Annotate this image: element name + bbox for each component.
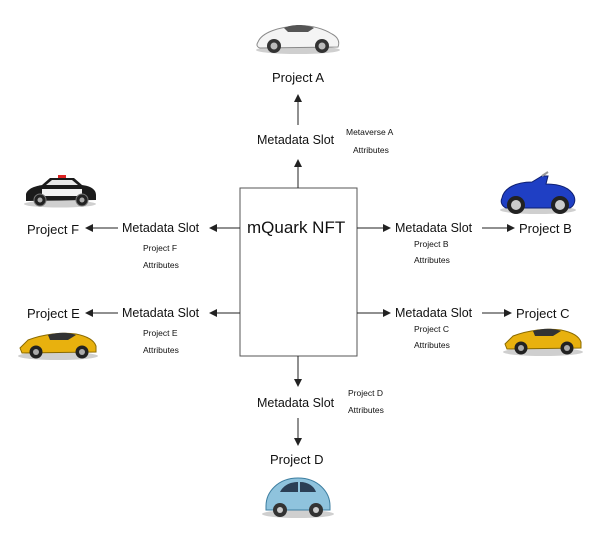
project-d-label: Project D	[270, 452, 324, 467]
white-sports-car-icon	[256, 25, 340, 54]
project-e-label: Project E	[27, 306, 80, 321]
yellow-sports-car-icon	[18, 332, 98, 360]
metadata-slot-b-label: Metadata Slot	[395, 221, 473, 235]
slot-f-attr-line2: Attributes	[143, 260, 179, 270]
yellow-sports-car-icon	[503, 328, 583, 356]
metadata-slot-c-label: Metadata Slot	[395, 306, 473, 320]
slot-a-attr-line2: Attributes	[353, 145, 389, 155]
center-box	[239, 187, 358, 357]
slot-e-attr-line2: Attributes	[143, 345, 179, 355]
slot-e-attr-line1: Project E	[143, 328, 178, 338]
center-title: mQuark NFT	[247, 218, 346, 237]
blue-beetle-car-icon	[262, 477, 334, 518]
blue-roadster-car-icon	[500, 171, 576, 214]
metadata-slot-e-label: Metadata Slot	[122, 306, 200, 320]
slot-a-attr-line1: Metaverse A	[346, 127, 394, 137]
project-c-label: Project C	[516, 306, 570, 321]
slot-b-attr-line2: Attributes	[414, 255, 450, 265]
slot-d-attr-line2: Attributes	[348, 405, 384, 415]
slot-c-attr-line2: Attributes	[414, 340, 450, 350]
slot-b-attr-line1: Project B	[414, 239, 449, 249]
metadata-slot-d-label: Metadata Slot	[257, 396, 335, 410]
police-car-icon	[24, 175, 96, 208]
project-f-label: Project F	[27, 222, 80, 237]
slot-f-attr-line1: Project F	[143, 243, 178, 253]
slot-d-attr-line1: Project D	[348, 388, 383, 398]
project-b-label: Project B	[519, 221, 572, 236]
metadata-slot-a-label: Metadata Slot	[257, 133, 335, 147]
metadata-slot-f-label: Metadata Slot	[122, 221, 200, 235]
project-a-label: Project A	[272, 70, 325, 85]
slot-c-attr-line1: Project C	[414, 324, 449, 334]
